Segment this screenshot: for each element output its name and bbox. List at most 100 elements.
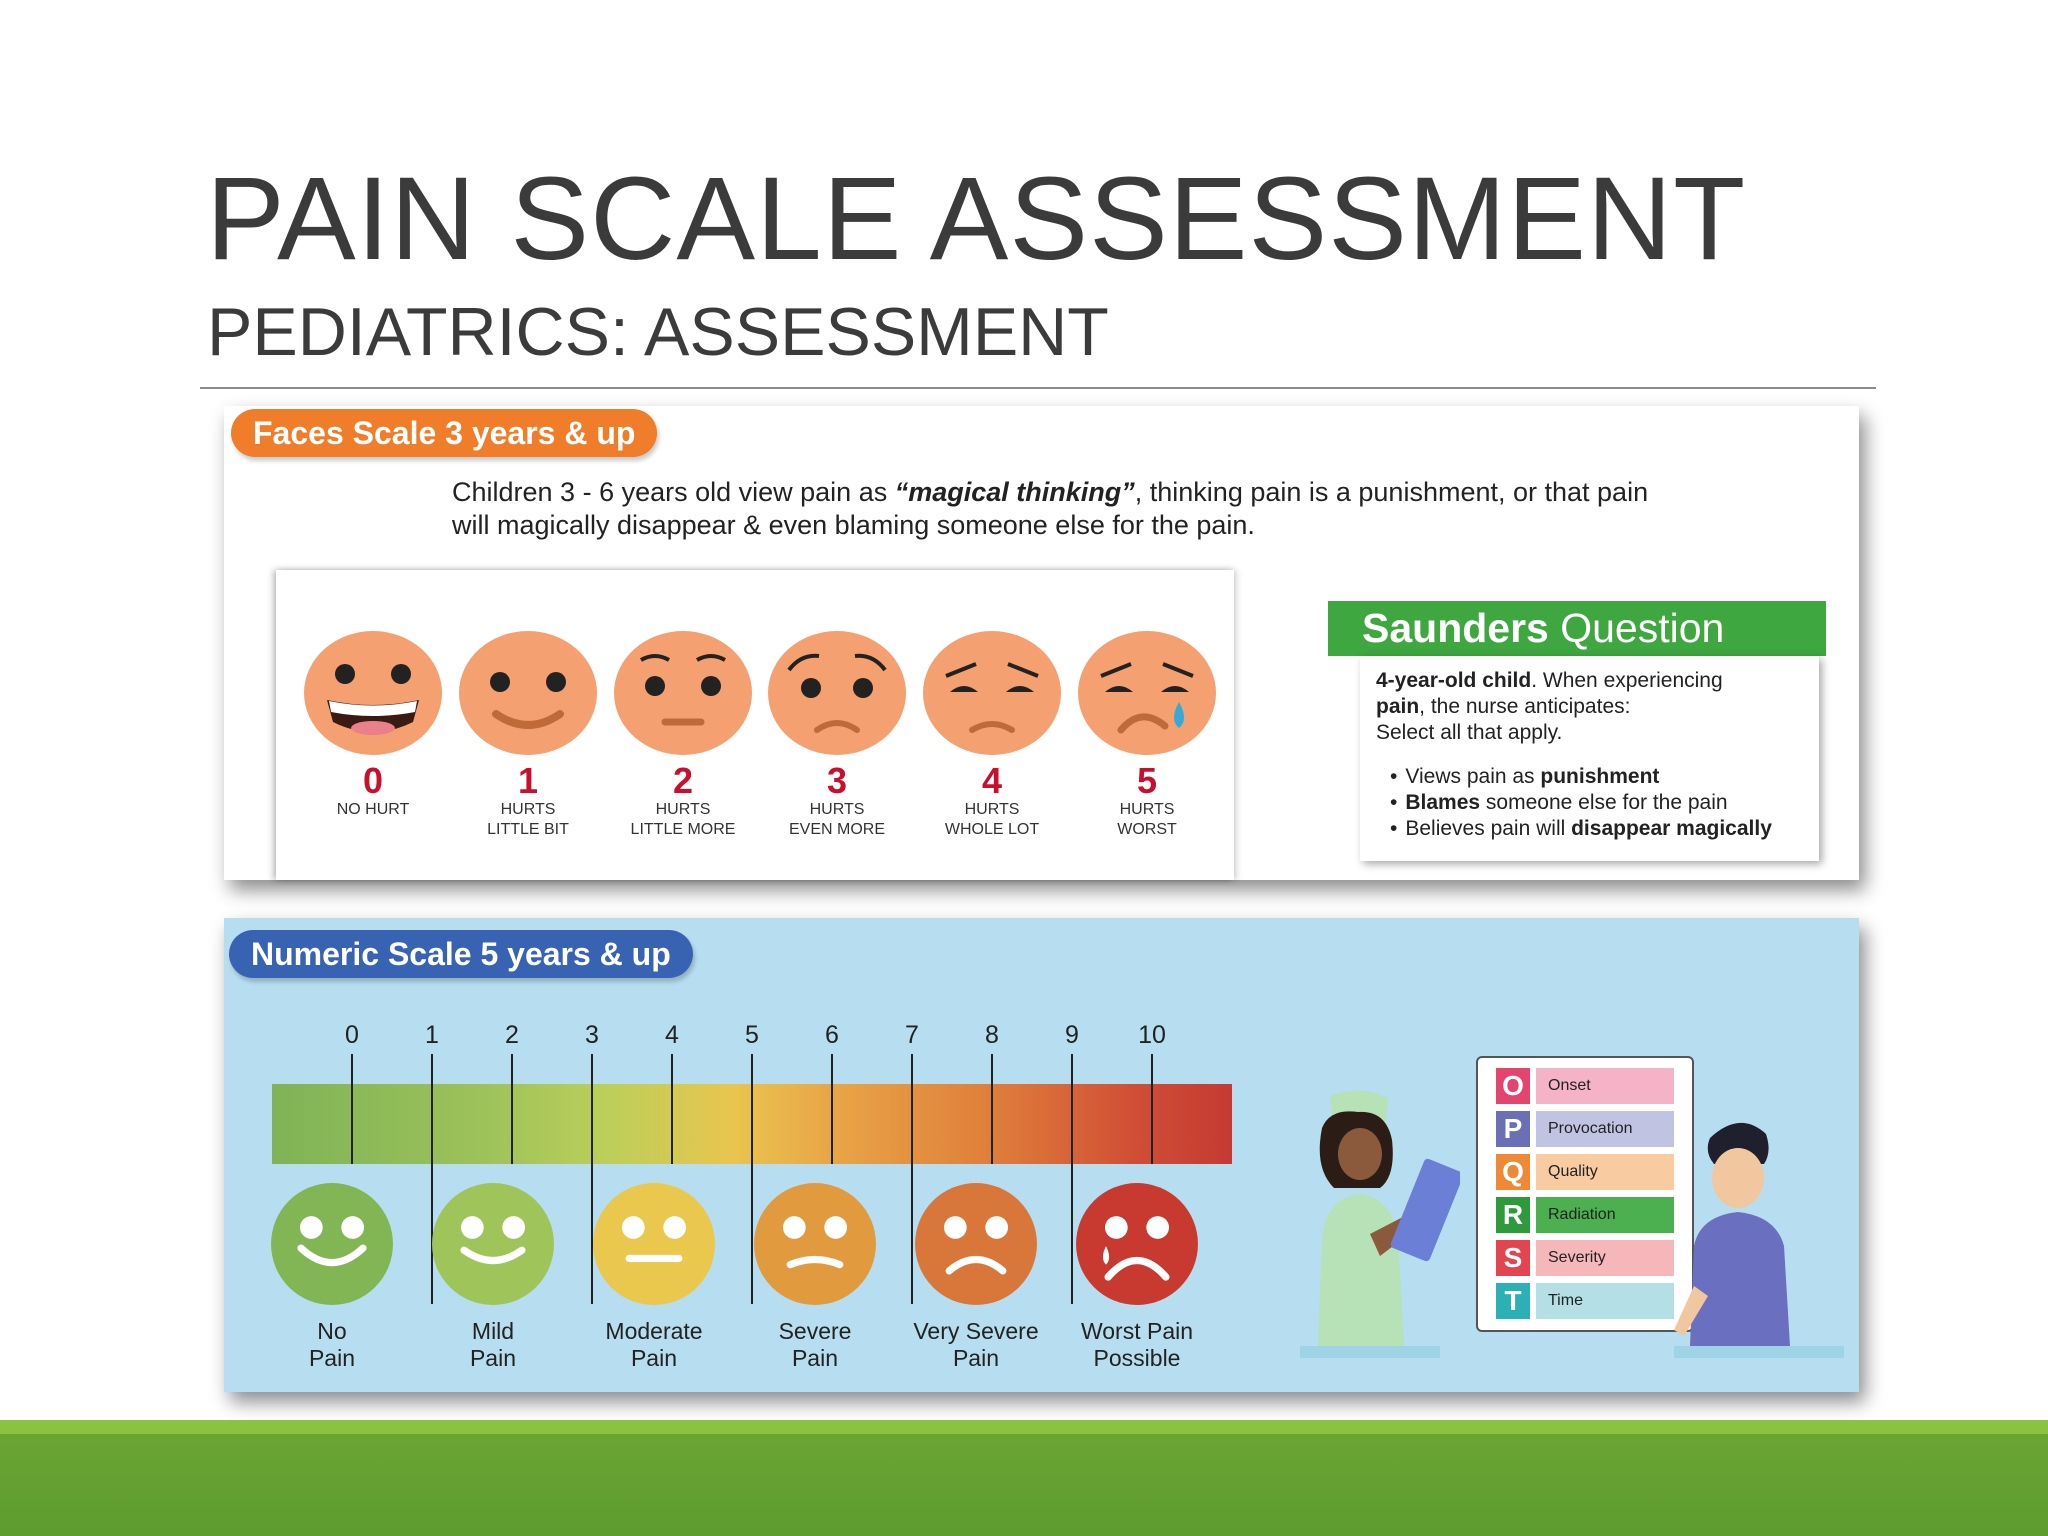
pain-face-icon [271,1183,393,1305]
faces-scale-panel: Faces Scale 3 years & up Children 3 - 6 … [224,406,1859,880]
pain-face-icon [432,1183,554,1305]
answer-post: someone else for the pain [1480,791,1728,814]
face-number: 3 [826,760,848,801]
faces-intro-text: Children 3 - 6 years old view pain as “m… [452,476,1652,542]
worried-face-icon [768,631,906,755]
laughing-face-icon [304,631,442,755]
intro-emphasis: “magical thinking” [894,477,1135,507]
opqrst-letter: T [1496,1283,1530,1319]
question-text: 4-year-old child. When experiencing pain… [1376,668,1816,746]
opqrst-word: Time [1536,1283,1674,1319]
caption-line-2: Pain [308,1345,356,1371]
caption-line-1: Worst Pain [1080,1318,1194,1344]
answer-pre: Believes pain will [1405,817,1572,840]
faces-scale-pill: Faces Scale 3 years & up [231,409,658,457]
face-item-1: 1 HURTS LITTLE BIT [453,630,603,840]
q2-rest: , the nurse anticipates: [1419,695,1631,718]
face-number: 2 [672,760,694,801]
intro-part-1: Children 3 - 6 years old view pain as [452,477,895,507]
slide-subtitle: PEDIATRICS: ASSESSMENT [207,294,1109,370]
title-divider [200,387,1876,389]
q1-bold: 4-year-old child [1376,669,1532,692]
caption-line-1: Moderate [605,1318,703,1344]
answer-item: Blames someone else for the pain [1390,790,1772,816]
q1-rest: . When experiencing [1531,669,1723,692]
tick-label: 2 [505,1021,519,1049]
answer-bold: disappear magically [1571,817,1772,840]
opqrst-word: Quality [1536,1154,1674,1190]
face-item-2: 2 HURTS LITTLE MORE [608,630,758,840]
nurse-illustration-icon [1300,1090,1460,1358]
face-caption: HURTS EVEN MORE [788,801,885,838]
tick-label: 6 [825,1021,839,1049]
tick-label: 5 [745,1021,759,1049]
caption-line-1: Mild [471,1318,515,1344]
patient-illustration-icon [1674,1122,1844,1358]
face-number: 4 [981,760,1003,801]
tick-line [591,1054,593,1304]
caption-line-2: Pain [630,1345,678,1371]
answer-item: Believes pain will disappear magically [1390,816,1772,842]
tick-line [431,1054,433,1304]
tick-label: 1 [425,1021,439,1049]
saunders-bold: Saunders [1362,605,1549,651]
caption-line-1: No [317,1318,347,1344]
opqrst-word: Onset [1536,1068,1674,1104]
opqrst-letter: P [1496,1111,1530,1147]
question-box: 4-year-old child. When experiencing pain… [1360,656,1819,861]
slide-title: PAIN SCALE ASSESSMENT [206,153,1747,285]
pain-face-icon [754,1183,876,1305]
tick-label: 8 [985,1021,999,1049]
saunders-question-header: Saunders Question [1328,601,1826,656]
tick-line [1151,1054,1153,1164]
q2-bold: pain [1376,695,1420,718]
neutral-face-icon [614,631,752,755]
caption-line-2: Possible [1093,1345,1181,1371]
saunders-rest: Question [1548,605,1725,651]
opqrst-letter: Q [1496,1154,1530,1190]
crying-face-icon [1078,631,1216,755]
tick-line [511,1054,513,1164]
tick-line [831,1054,833,1164]
tick-label: 10 [1138,1021,1166,1049]
smiling-face-icon [459,631,597,755]
tick-line [751,1054,753,1304]
face-number: 1 [517,760,539,801]
q3-text: Select all that apply. [1376,721,1563,744]
pain-face-icon [593,1183,715,1305]
tick-label: 4 [665,1021,679,1049]
face-item-0: 0 NO HURT [298,630,448,820]
caption-line-2: Pain [952,1345,1000,1371]
answer-bold: punishment [1540,765,1660,788]
tick-line [671,1054,673,1164]
caption-line-1: Severe [778,1318,852,1344]
face-number: 5 [1136,760,1158,801]
footer-green-band [0,1420,2048,1536]
face-caption: HURTS WHOLE LOT [944,801,1040,838]
caption-line-1: Very Severe [913,1318,1039,1344]
face-item-5: 5 HURTS WORST [1072,630,1222,840]
tick-label: 7 [905,1021,919,1049]
tick-line [351,1054,353,1164]
tick-label: 0 [345,1021,359,1049]
face-number: 0 [362,760,384,801]
face-item-4: 4 HURTS WHOLE LOT [917,630,1067,840]
caption-line-2: Pain [791,1345,839,1371]
tick-line [991,1054,993,1164]
